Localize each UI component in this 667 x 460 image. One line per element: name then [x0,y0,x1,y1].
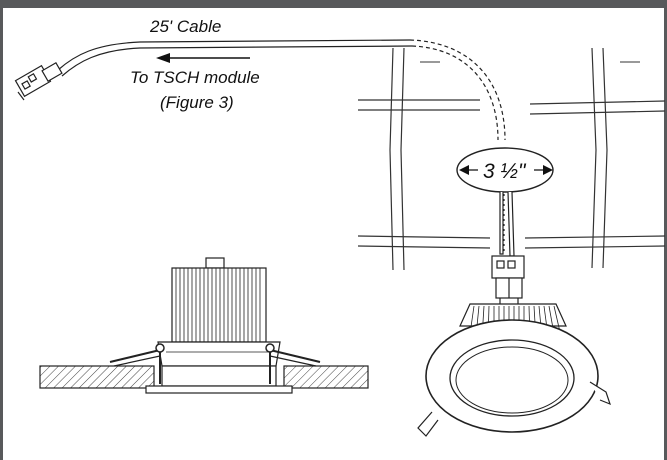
fixture-connector [491,255,525,306]
hole-dimension [459,165,553,175]
cable [57,39,506,141]
arrow-left-icon [156,53,250,63]
arrow-label-line1: To TSCH module [130,68,260,87]
connector-plug-icon [14,61,63,101]
arrow-label-line2: (Figure 3) [160,93,234,112]
figure-border-right [664,0,667,460]
mounted-fixture-icon [39,257,369,394]
drop-cable [499,191,515,257]
ceiling-grid-icon [357,47,666,271]
hole-size-label: 3 ½" [483,160,527,183]
cable-length-label: 25' Cable [149,17,221,36]
figure-header-bar [0,0,667,8]
downlight-fixture-icon [417,303,611,437]
figure-border-left [0,0,3,460]
